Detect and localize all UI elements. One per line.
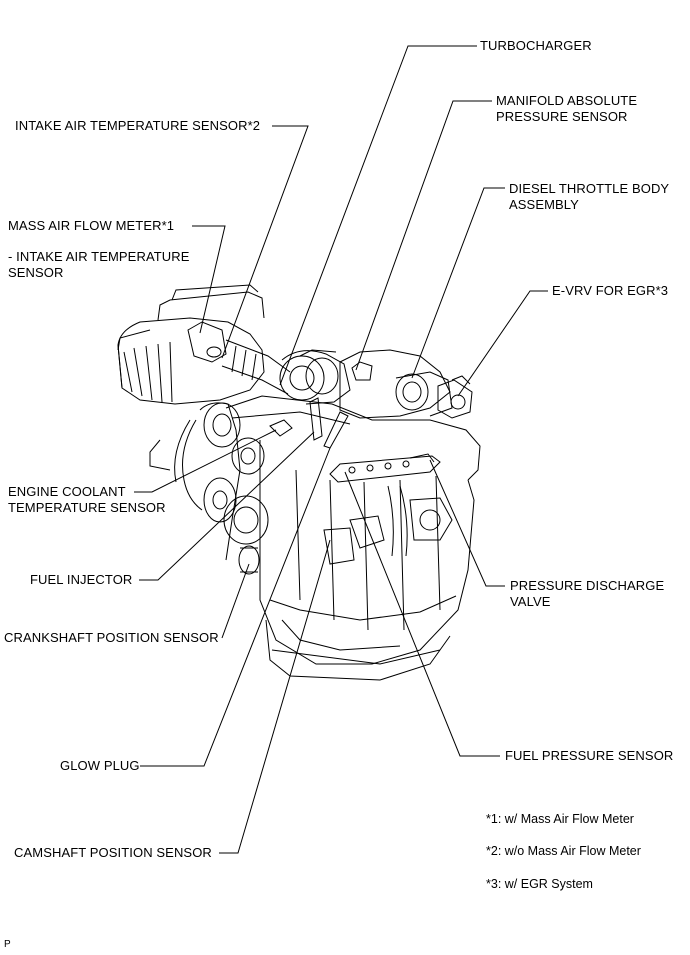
label-glow-plug: GLOW PLUG xyxy=(60,758,140,773)
label-camshaft-position-sensor: CAMSHAFT POSITION SENSOR xyxy=(14,845,212,860)
label-map-sensor-line2: PRESSURE SENSOR xyxy=(496,109,628,124)
label-pressure-discharge-line2: VALVE xyxy=(510,594,551,609)
leader-turbocharger xyxy=(279,45,477,386)
leader-coolant xyxy=(134,429,277,493)
leader-pressure-discharge xyxy=(429,459,505,587)
label-pressure-discharge-line1: PRESSURE DISCHARGE xyxy=(510,578,665,593)
label-evrv: E-VRV FOR EGR*3 xyxy=(552,283,669,298)
label-turbocharger: TURBOCHARGER xyxy=(480,38,592,53)
leader-intake-air-temp xyxy=(221,125,309,359)
label-fuel-pressure-sensor: FUEL PRESSURE SENSOR xyxy=(505,748,674,763)
leader-evrv xyxy=(457,290,548,397)
label-map-sensor-line1: MANIFOLD ABSOLUTE xyxy=(496,93,638,108)
label-fuel-injector: FUEL INJECTOR xyxy=(30,572,133,587)
label-diesel-throttle-line1: DIESEL THROTTLE BODY xyxy=(509,181,670,196)
label-coolant-line2: TEMPERATURE SENSOR xyxy=(8,500,166,515)
leader-fuel-injector xyxy=(139,431,315,581)
leader-fuel-pressure xyxy=(344,471,500,757)
label-diesel-throttle-line2: ASSEMBLY xyxy=(509,197,579,212)
note-1: *1: w/ Mass Air Flow Meter xyxy=(486,812,634,826)
label-coolant-line1: ENGINE COOLANT xyxy=(8,484,126,499)
label-iat-sub-line2: SENSOR xyxy=(8,265,64,280)
leader-map-sensor xyxy=(355,100,492,371)
label-iat-sub-line1: - INTAKE AIR TEMPERATURE xyxy=(8,249,190,264)
label-mass-air-flow-meter: MASS AIR FLOW METER*1 xyxy=(8,218,175,233)
leader-mass-air-flow xyxy=(192,225,226,334)
leader-crankshaft xyxy=(221,563,250,639)
label-crankshaft-position-sensor: CRANKSHAFT POSITION SENSOR xyxy=(4,630,219,645)
leader-glow-plug xyxy=(140,447,331,767)
engine-drawing xyxy=(117,284,481,681)
leader-lines xyxy=(134,45,548,854)
corner-mark: P xyxy=(4,939,11,950)
leader-camshaft xyxy=(219,539,331,854)
note-2: *2: w/o Mass Air Flow Meter xyxy=(486,844,641,858)
label-intake-air-temp-sensor: INTAKE AIR TEMPERATURE SENSOR*2 xyxy=(15,118,261,133)
note-3: *3: w/ EGR System xyxy=(486,877,593,891)
leader-diesel-throttle xyxy=(411,187,505,379)
